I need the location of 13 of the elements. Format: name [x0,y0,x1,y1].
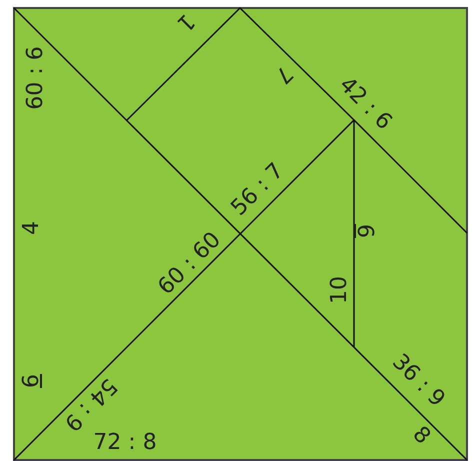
piece-label: 72 : 8 [93,432,157,454]
piece-label: 6 [21,374,43,388]
piece-label: 60 : 60 [154,228,226,300]
piece-label: 1 [172,9,198,35]
piece-label: 56 : 7 [228,160,288,220]
piece-label: 10 [329,276,351,304]
piece-label: 7 [270,61,296,87]
piece-label: 6 [353,224,375,238]
piece-label: 4 [21,221,43,235]
piece-label: 36 : 9 [388,350,448,412]
piece-label: 42 : 6 [334,74,396,134]
piece-label: 60 : 6 [25,46,47,110]
piece-label: 8 [408,423,434,449]
